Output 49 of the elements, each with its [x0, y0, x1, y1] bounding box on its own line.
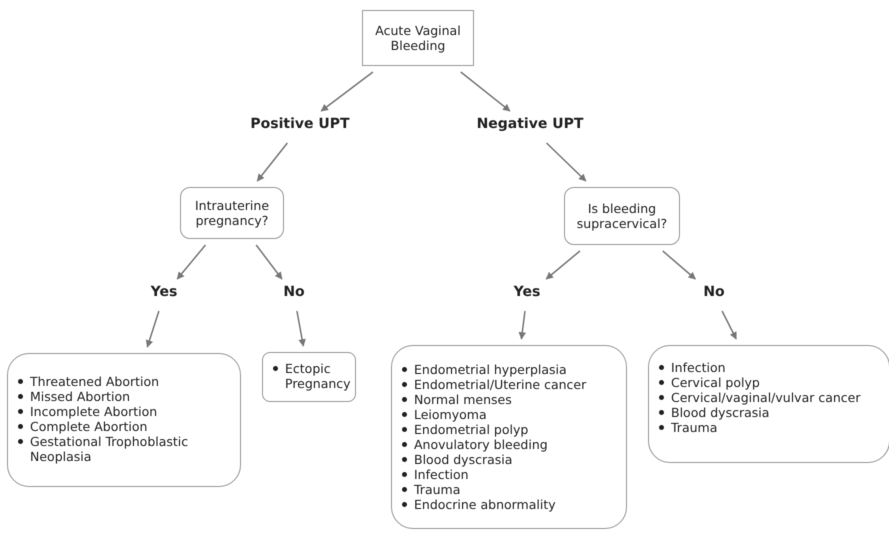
start-box: [362, 10, 474, 66]
node-text: Intrauterine pregnancy?: [194, 198, 270, 228]
outcome-box: [391, 345, 627, 529]
list-item: Normal menses: [414, 392, 512, 407]
arrow: [546, 142, 586, 182]
list-item: Blood dyscrasia: [671, 405, 770, 420]
list-item: Leiomyoma: [414, 407, 487, 422]
list-item: Ectopic Pregnancy: [285, 361, 352, 391]
list-item: Endometrial/Uterine cancer: [414, 377, 586, 392]
list-item: Cervical/vaginal/vulvar cancer: [671, 390, 860, 405]
list-item: Threatened Abortion: [30, 374, 160, 389]
list-item: Trauma: [671, 420, 718, 435]
branch-label: Positive UPT: [250, 116, 350, 132]
list-item: Endocrine abnormality: [414, 497, 556, 512]
list-item: Endometrial polyp: [414, 422, 528, 437]
list-item: Gestational Trophoblastic Neoplasia: [30, 434, 190, 464]
list-item: Endometrial hyperplasia: [414, 362, 567, 377]
arrow: [256, 142, 288, 182]
outcome-box: [7, 353, 241, 487]
arrow: [146, 310, 160, 348]
arrow: [662, 250, 696, 280]
arrow: [460, 71, 510, 112]
outcome-box: [648, 345, 889, 463]
branch-label: No: [703, 284, 725, 300]
arrow: [296, 310, 306, 347]
list-item: Blood dyscrasia: [414, 452, 512, 467]
node-text: Is bleeding supracervical?: [576, 200, 668, 232]
list-item: Infection: [414, 467, 469, 482]
outcome-box: [262, 352, 356, 402]
list-item: Anovulatory bleeding: [414, 437, 548, 452]
decision-box: [564, 187, 680, 245]
arrow: [721, 310, 737, 340]
arrow: [176, 244, 206, 280]
branch-label: Negative UPT: [476, 116, 584, 132]
arrow: [320, 71, 374, 112]
arrow: [518, 310, 526, 340]
arrow: [256, 244, 282, 280]
branch-label: No: [283, 284, 305, 300]
list-item: Infection: [671, 360, 726, 375]
branch-label: Yes: [150, 284, 178, 300]
arrow: [546, 250, 580, 280]
list-item: Missed Abortion: [30, 389, 130, 404]
list-item: Incomplete Abortion: [30, 404, 158, 419]
node-text: Acute Vaginal Bleeding: [374, 22, 462, 54]
list-item: Cervical polyp: [671, 375, 760, 390]
branch-label: Yes: [514, 284, 540, 300]
list-item: Trauma: [414, 482, 460, 497]
decision-box: [180, 187, 284, 239]
list-item: Complete Abortion: [30, 419, 148, 434]
